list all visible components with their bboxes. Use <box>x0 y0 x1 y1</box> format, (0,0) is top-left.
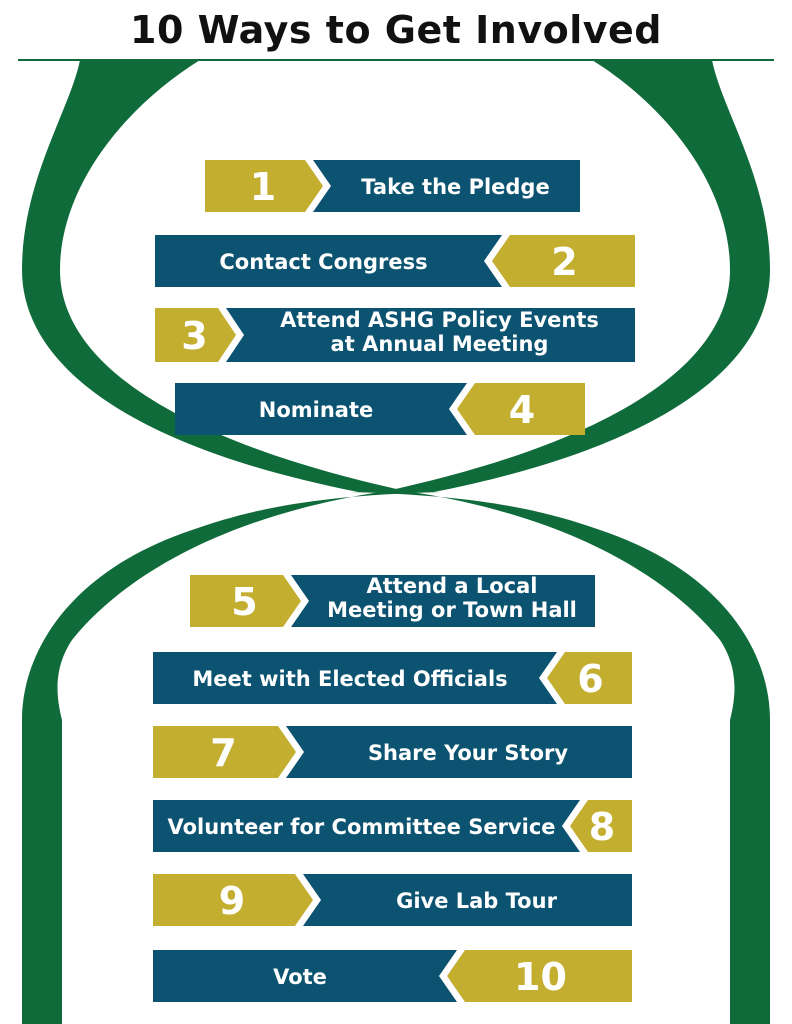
step-6-number-chevron <box>547 652 632 704</box>
step-5-label-line-1: Attend a Local <box>367 574 538 598</box>
step-5-number-chevron <box>190 575 301 627</box>
step-10-label: Vote <box>273 965 327 989</box>
step-5-number: 5 <box>231 580 257 624</box>
step-4-number: 4 <box>509 388 535 432</box>
step-10-number-chevron <box>447 950 632 1002</box>
step-6: 6 Meet with Elected Officials <box>153 652 632 704</box>
step-3-label-line-1: Attend ASHG Policy Events <box>280 308 599 332</box>
step-5-label-line-2: Meeting or Town Hall <box>327 598 577 622</box>
helix-strand-right-upper <box>382 60 770 492</box>
step-9-number: 9 <box>219 879 245 923</box>
step-3-label-bar <box>226 308 635 362</box>
step-2-number: 2 <box>551 240 577 284</box>
step-7-number-chevron <box>153 726 296 778</box>
step-7: 7 Share Your Story <box>153 726 632 778</box>
step-2: 2 Contact Congress <box>155 235 635 287</box>
step-9-label: Give Lab Tour <box>396 889 557 913</box>
step-1-label-bar <box>313 160 580 212</box>
step-3-number-chevron <box>155 308 236 362</box>
step-6-label: Meet with Elected Officials <box>192 667 507 691</box>
step-1: 1 Take the Pledge <box>205 160 580 212</box>
step-10-label-bar <box>153 950 457 1002</box>
step-6-number: 6 <box>577 657 603 701</box>
page-title: 10 Ways to Get Involved <box>130 8 662 52</box>
step-10: 10 Vote <box>153 950 632 1002</box>
step-1-label: Take the Pledge <box>361 175 549 199</box>
step-8-label-bar <box>153 800 580 852</box>
step-9-label-bar <box>303 874 632 926</box>
title-divider <box>18 59 774 61</box>
helix-strand-left-upper <box>22 60 410 492</box>
step-8-label: Volunteer for Committee Service <box>167 815 555 839</box>
step-3-number: 3 <box>181 314 207 358</box>
step-5-label-bar <box>291 575 595 627</box>
step-4-number-chevron <box>457 383 585 435</box>
step-8-number-chevron <box>570 800 632 852</box>
step-2-label-bar <box>155 235 502 287</box>
step-8-number: 8 <box>589 805 615 849</box>
step-9-number-chevron <box>153 874 313 926</box>
step-4: 4 Nominate <box>175 383 585 435</box>
step-7-label: Share Your Story <box>368 741 568 765</box>
step-4-label-bar <box>175 383 467 435</box>
step-9: 9 Give Lab Tour <box>153 874 632 926</box>
step-3-label-line-2: at Annual Meeting <box>331 332 549 356</box>
step-4-label: Nominate <box>259 398 374 422</box>
step-2-number-chevron <box>492 235 635 287</box>
step-6-label-bar <box>153 652 557 704</box>
step-1-number-chevron <box>205 160 323 212</box>
helix-strands <box>22 60 770 1024</box>
step-2-label: Contact Congress <box>219 250 427 274</box>
step-8: 8 Volunteer for Committee Service <box>153 800 632 852</box>
step-7-number: 7 <box>210 731 236 775</box>
step-7-label-bar <box>286 726 632 778</box>
step-1-number: 1 <box>250 165 276 209</box>
step-10-number: 10 <box>514 955 567 999</box>
